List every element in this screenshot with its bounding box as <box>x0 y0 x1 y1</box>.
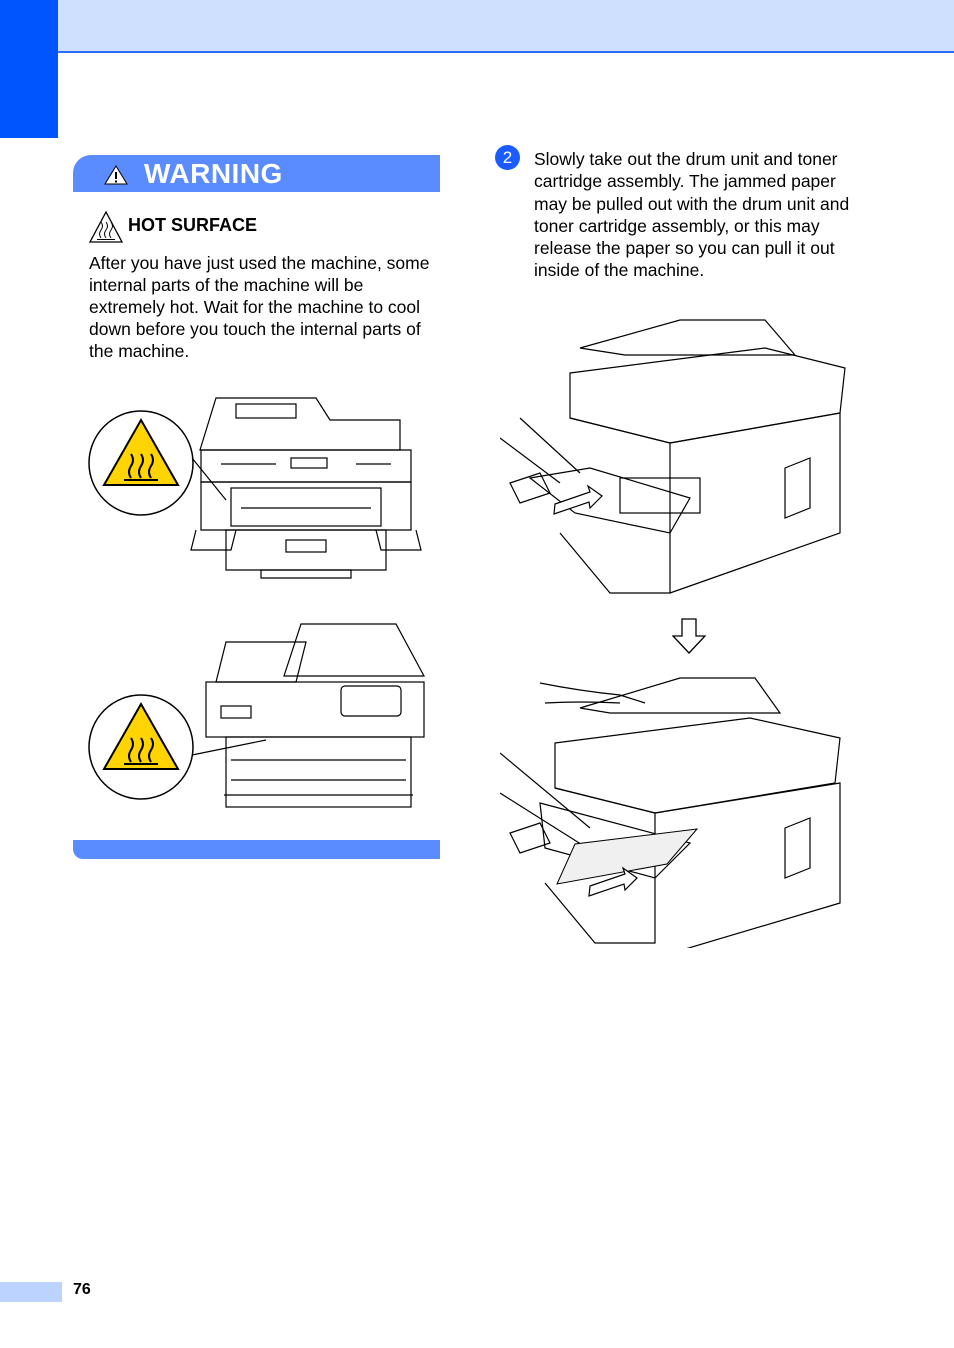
header-band <box>0 0 954 52</box>
warning-triangle-icon <box>104 165 128 185</box>
header-rule <box>58 51 954 53</box>
warning-title: WARNING <box>144 158 283 189</box>
warning-bar <box>73 155 440 192</box>
page-number: 76 <box>73 1281 91 1298</box>
step-instruction: Slowly take out the drum unit and toner … <box>534 149 850 281</box>
warning-end-bar <box>73 840 440 859</box>
hot-surface-label-icon <box>88 410 227 516</box>
machine-front-open-figure <box>88 397 422 579</box>
paper-removal-figure <box>500 677 841 948</box>
down-arrow-icon <box>672 618 706 654</box>
hot-surface-label-icon <box>88 694 267 800</box>
hot-surface-icon <box>88 210 124 243</box>
drum-removal-figure <box>500 319 846 594</box>
page-tab <box>0 1282 62 1302</box>
chapter-tab <box>0 0 58 138</box>
machine-back-open-figure <box>88 623 426 808</box>
hot-surface-body: After you have just used the machine, so… <box>89 253 430 361</box>
hot-surface-title: HOT SURFACE <box>128 215 258 235</box>
step-number-badge: 2 <box>495 145 520 170</box>
